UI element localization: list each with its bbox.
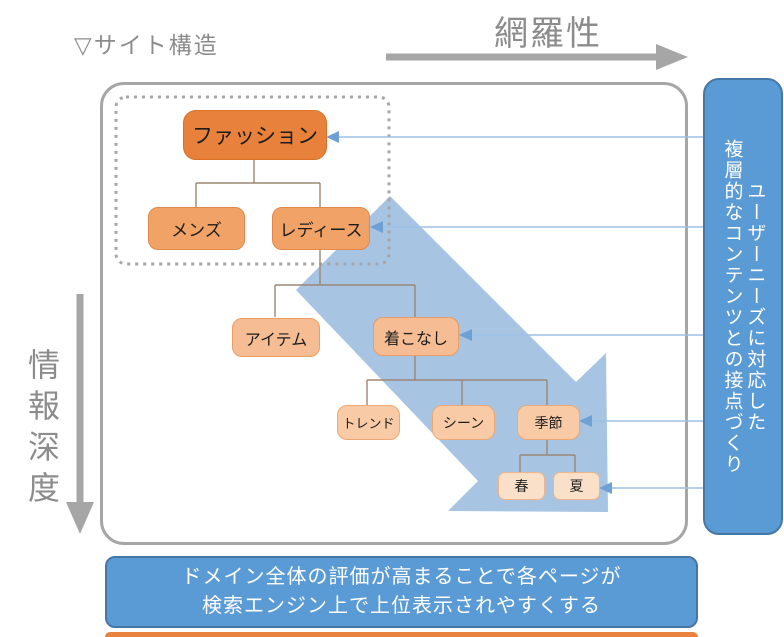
node-label: アイテム [244,331,308,349]
node-label: ファッション [192,125,318,148]
side-callout-panel: ユーザーニーズに対応した 複層的なコンテンツとの接点づくり [703,78,783,535]
node-label: 季節 [534,414,563,431]
node-item: アイテム [232,318,320,357]
node-label: メンズ [171,221,222,240]
node-ladies: レディース [272,207,370,250]
tree-connector-level2 [274,248,416,317]
left-arrowhead-icon [370,221,383,233]
node-kikonashi: 着こなし [373,317,459,356]
tree-connector-level3 [366,353,548,405]
node-trend: トレンド [337,405,400,440]
next-section-bar [105,632,698,637]
side-callout-column-left: 複層的なコンテンツとの接点づくり [721,138,743,475]
node-label: レディース [279,221,363,240]
tree-connector-level4 [519,437,576,472]
node-label: 春 [514,478,529,494]
node-scene: シーン [432,405,495,440]
bottom-banner-line2: 検索エンジン上で上位表示されやすくする [202,595,601,617]
node-spring: 春 [498,472,545,500]
side-callout-column-right: ユーザーニーズに対応した [744,180,766,433]
bottom-banner: ドメイン全体の評価が高まることで各ページが 検索エンジン上で上位表示されやすくす… [105,556,698,628]
node-fashion: ファッション [183,110,327,160]
depth-arrow-icon [66,294,94,534]
left-arrowhead-icon [459,329,472,341]
page-title: ▽サイト構造 [74,32,219,58]
node-mens: メンズ [148,207,245,250]
left-arrowhead-icon [326,131,339,143]
node-label: シーン [442,414,485,431]
node-summer: 夏 [553,472,600,500]
tree-connector-level1 [195,158,321,207]
vertical-axis-label: 情報深度 [24,348,60,512]
node-season: 季節 [517,405,580,440]
bottom-banner-line1: ドメイン全体の評価が高まることで各ページが [181,566,622,588]
horizontal-axis-label: 網羅性 [494,15,602,53]
side-callout-text: ユーザーニーズに対応した 複層的なコンテンツとの接点づくり [705,80,781,533]
node-label: 着こなし [383,330,448,348]
left-arrowhead-icon [599,482,612,494]
comprehensiveness-arrow-icon [386,44,688,70]
node-label: 夏 [569,478,584,494]
node-label: トレンド [342,416,395,431]
left-arrowhead-icon [579,415,592,427]
